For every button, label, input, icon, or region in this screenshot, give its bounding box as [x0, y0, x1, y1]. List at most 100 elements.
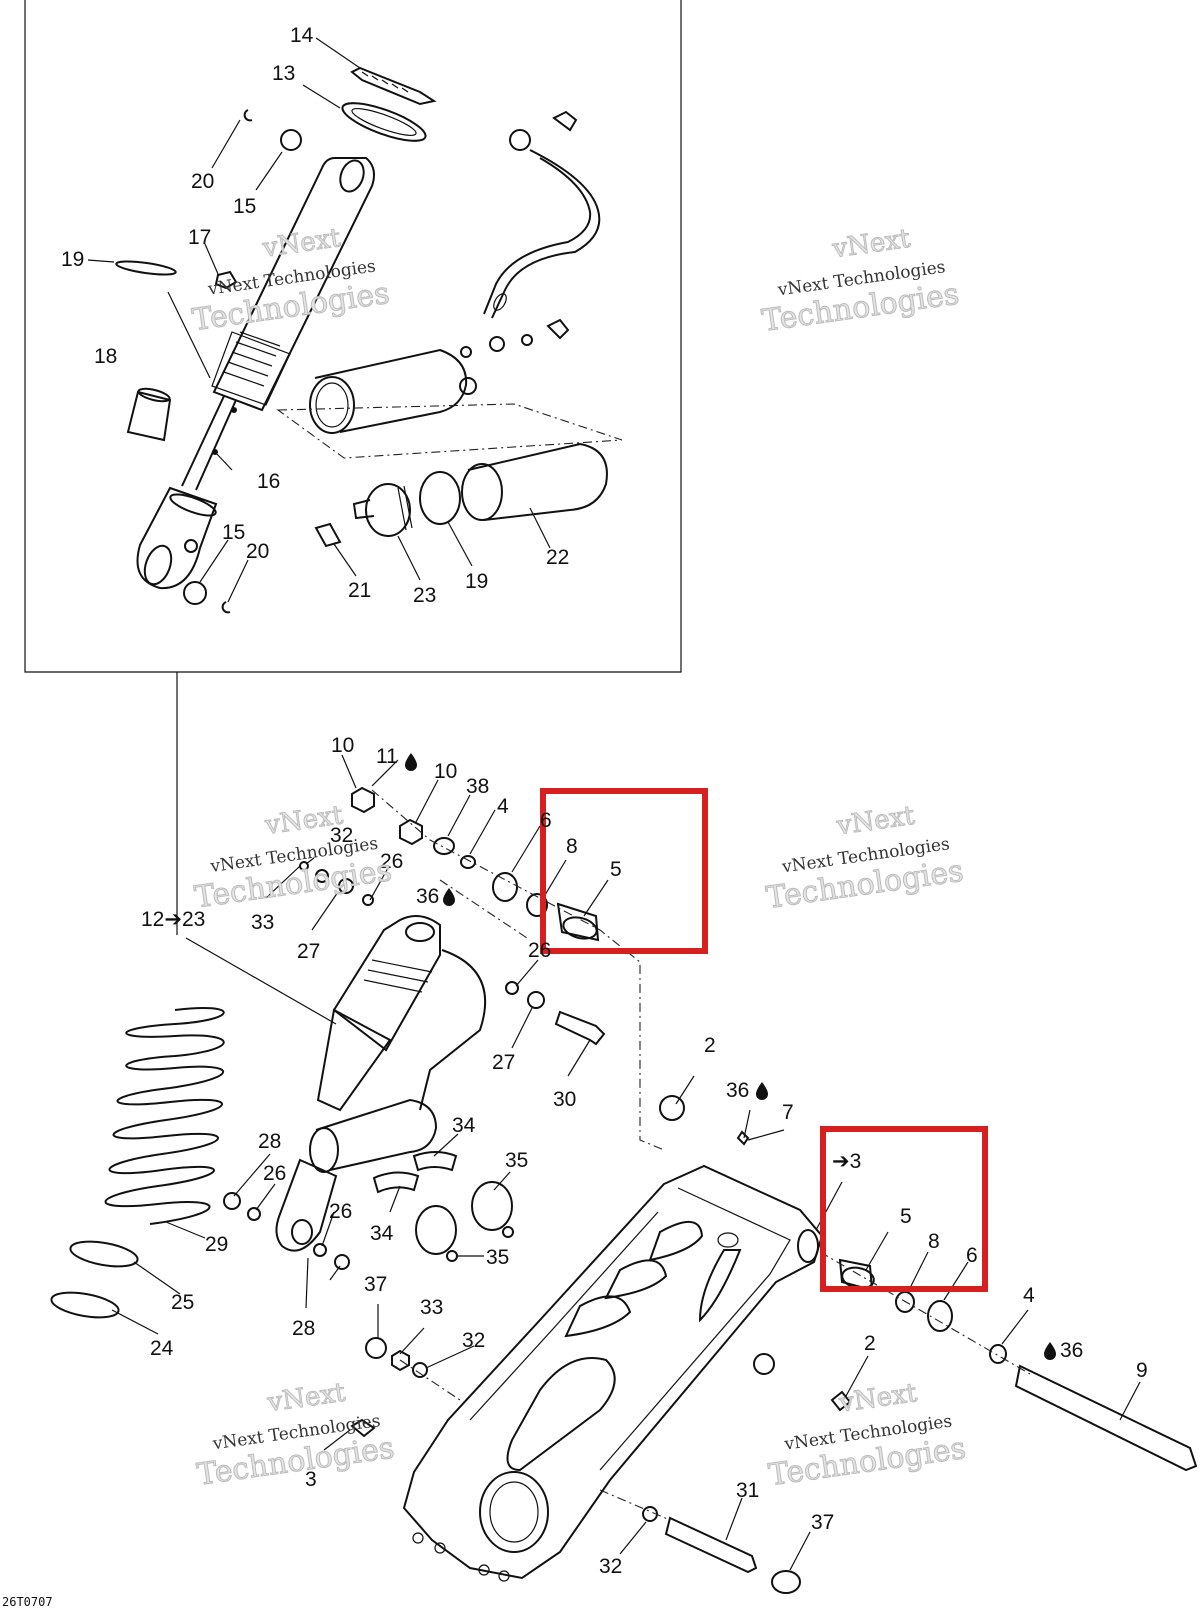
callout: 16	[257, 470, 280, 493]
shock-absorber-body	[136, 157, 375, 590]
part-15-bushing-upper	[280, 129, 302, 151]
callout: 11	[376, 745, 398, 768]
callout: 37	[364, 1273, 387, 1296]
part-19-oring-upper	[115, 260, 177, 276]
callout: 28	[292, 1317, 315, 1340]
callout: 32	[462, 1329, 485, 1352]
shock-detail-inset	[24, 0, 682, 935]
part-35-hose-clamp-b	[471, 1181, 514, 1238]
callout: 31	[736, 1479, 759, 1502]
callout: 13	[272, 62, 295, 85]
reservoir-hose	[460, 110, 601, 358]
oil-drop-icon	[1044, 1342, 1056, 1360]
part-3-bolt	[350, 1418, 376, 1438]
leader-lines	[87, 37, 1141, 1571]
callout: 32	[599, 1555, 622, 1578]
part-28-nut-b	[334, 1254, 350, 1270]
main-shock-absorber	[275, 915, 487, 1252]
callout: 27	[297, 940, 320, 963]
part-31-bolt	[664, 1516, 758, 1574]
rear-arm-assembly	[50, 37, 1198, 1594]
part-4-oring-b	[989, 1344, 1007, 1364]
swing-arm-frame	[402, 1164, 824, 1582]
callout: 35	[505, 1149, 528, 1172]
callout: 14	[290, 24, 314, 47]
part-4-oring-a	[460, 855, 476, 869]
callout: 34	[452, 1114, 476, 1137]
part-27-washer-b	[527, 991, 545, 1009]
callout: 26	[263, 1162, 286, 1185]
callout: 10	[331, 734, 354, 757]
callout: 12➔23	[141, 908, 205, 931]
part-26-spacer-a	[338, 878, 354, 894]
callout: 26	[528, 939, 551, 962]
part-2-plug-a	[659, 1095, 685, 1121]
callout: 4	[497, 795, 509, 818]
callout: 26	[380, 850, 403, 873]
callout: 7	[782, 1101, 794, 1124]
part-5-sleeve-a	[556, 902, 600, 942]
part-32-washer-b	[412, 1362, 428, 1378]
part-8-bushing-a	[526, 893, 548, 917]
highlight-box-upper	[540, 788, 708, 954]
callout: 17	[188, 226, 211, 249]
reservoir-canister	[309, 348, 477, 434]
axis-lower-pivot	[819, 1251, 1031, 1375]
part-10-nut-b	[399, 818, 423, 846]
part-27-washer-a	[315, 869, 329, 883]
callout: 20	[191, 170, 214, 193]
callout: 35	[486, 1246, 509, 1269]
part-9-shaft	[1014, 1364, 1198, 1472]
part-35-hose-clamp-a	[415, 1205, 458, 1262]
part-25-spring-seat	[69, 1240, 139, 1268]
callout: 28	[258, 1130, 281, 1153]
callout: 8	[566, 835, 578, 858]
part-34-clamp-b	[412, 1151, 458, 1172]
part-34-clamp-a	[372, 1171, 420, 1194]
callout: 25	[171, 1291, 194, 1314]
callout: 36	[1060, 1339, 1083, 1362]
part-2-plug-b	[830, 1390, 852, 1412]
callout: 34	[370, 1222, 394, 1245]
axis-shock-mount	[439, 879, 531, 941]
callout: 6	[540, 809, 552, 832]
part-10-nut-a	[351, 786, 375, 814]
callout: 24	[150, 1337, 174, 1360]
part-17-valve	[214, 270, 238, 290]
callout: 37	[811, 1511, 834, 1534]
part-38-washer	[433, 837, 455, 855]
part-19-oring-lower	[419, 471, 461, 525]
oil-drop-icon	[756, 1082, 768, 1100]
part-26-spacer-d	[313, 1243, 327, 1257]
part-2-plug-c	[753, 1353, 775, 1375]
part-29-spring	[104, 1007, 225, 1225]
callout: 9	[1136, 1359, 1148, 1382]
oil-drop-icon	[405, 753, 417, 771]
callout: 26	[329, 1200, 352, 1223]
part-34-reservoir-main	[309, 1098, 438, 1173]
callout: 19	[61, 248, 84, 271]
oil-drop-icon	[443, 888, 455, 906]
axis-bolt-31	[599, 1489, 671, 1521]
reservoir-outline	[276, 403, 623, 459]
highlight-box-lower	[820, 1126, 988, 1292]
part-28-nut-a	[223, 1192, 241, 1210]
watermark-vnext: vNext	[830, 224, 913, 265]
part-22-reservoir-sleeve	[461, 442, 608, 521]
callout: ➔3	[832, 1150, 861, 1173]
callout: 15	[233, 195, 256, 218]
callout: 6	[966, 1244, 978, 1267]
callout: 38	[466, 775, 489, 798]
callout: 32	[330, 824, 353, 847]
callout: 5	[610, 858, 622, 881]
axis-upper-pivot	[371, 789, 665, 1151]
watermark-vnext: vNext	[834, 801, 917, 842]
part-23-piston	[352, 483, 413, 537]
callout: 10	[434, 760, 457, 783]
callout-labels: 14 13 20 15 17 19 18 16 15 20 21 23 19 2…	[61, 24, 1148, 1578]
watermark-vnext: vNext	[836, 1378, 919, 1419]
callout: 29	[205, 1233, 228, 1256]
part-18-bump-stop	[126, 387, 172, 442]
callout: 15	[222, 521, 245, 544]
